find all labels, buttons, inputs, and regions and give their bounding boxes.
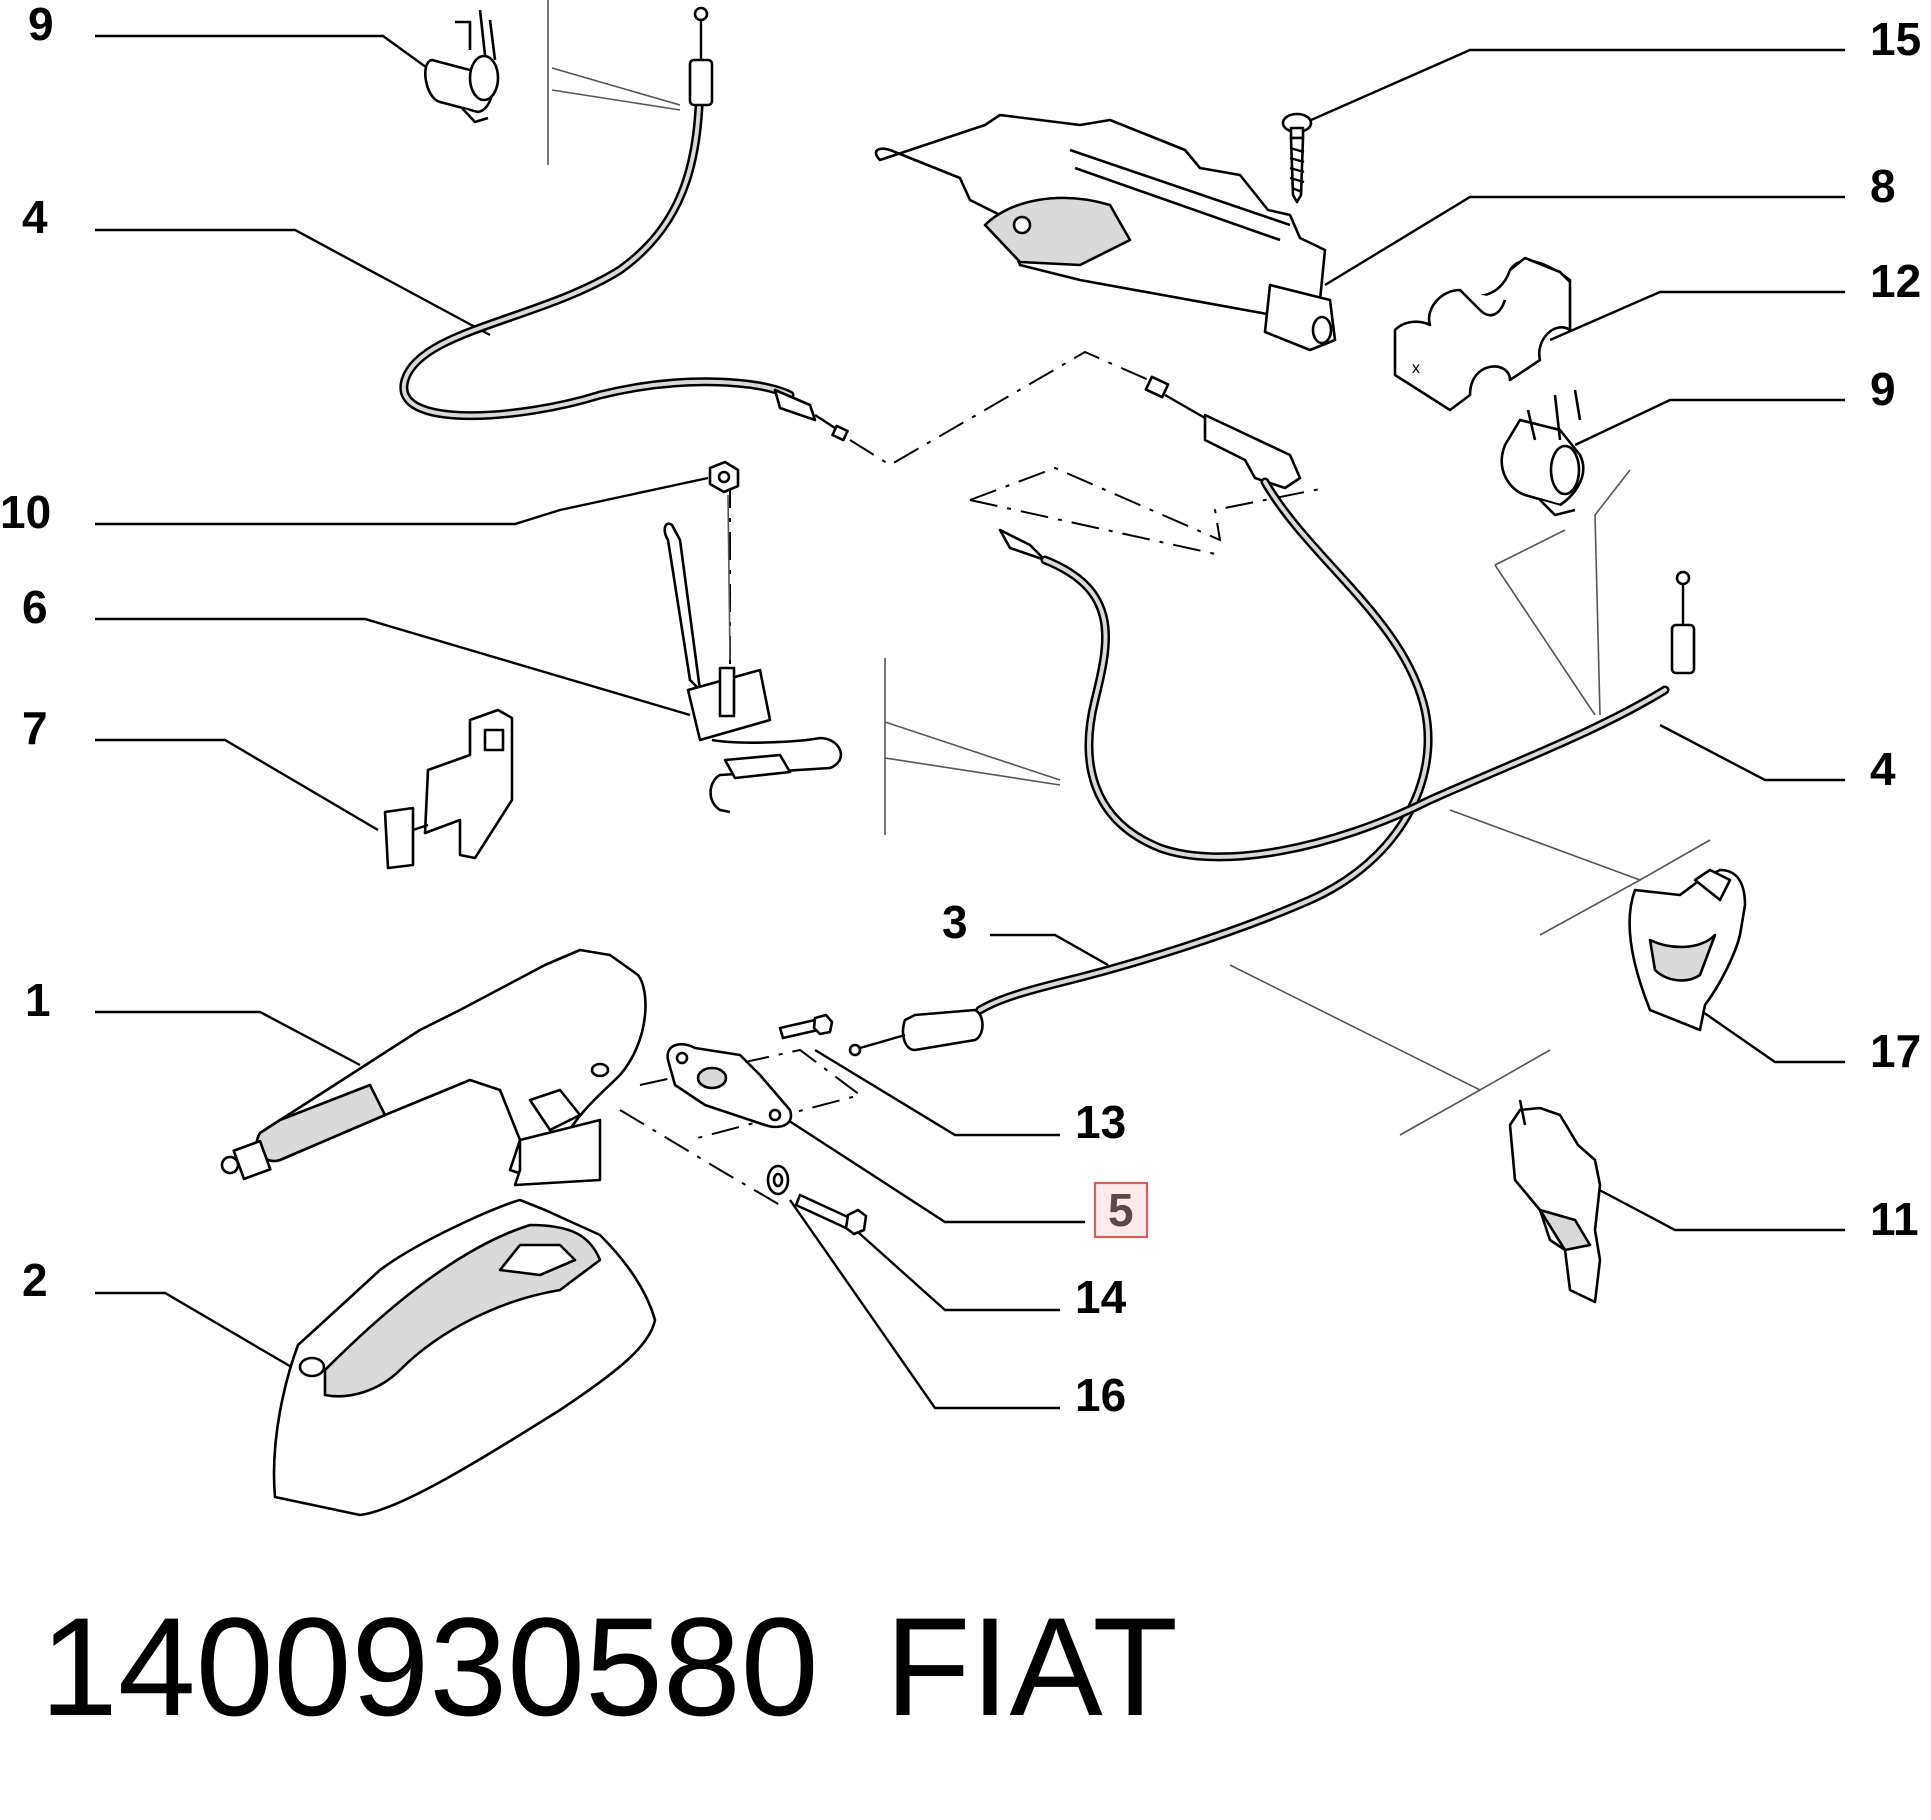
leader-14	[849, 1224, 1060, 1312]
bracket-part-7	[383, 708, 514, 870]
leader-13	[814, 1048, 1060, 1137]
leader-16	[789, 1199, 1060, 1410]
leader-lines	[95, 34, 1845, 1410]
leader-5	[779, 1113, 1085, 1224]
holder-part-17	[1628, 868, 1747, 1032]
bolt-part-14	[794, 1193, 868, 1236]
part-number: 1400930580	[40, 1588, 819, 1745]
callout-15: 15	[1870, 13, 1921, 65]
callout-3: 3	[942, 896, 968, 948]
cable-part-3	[848, 375, 1433, 1057]
leader-8	[1324, 195, 1845, 287]
callout-4-right: 4	[1870, 743, 1896, 795]
leader-9b	[1574, 398, 1845, 447]
callout-6: 6	[22, 581, 48, 633]
callout-9-left: 9	[28, 0, 54, 50]
clip-part-9-right	[1500, 389, 1585, 517]
callout-8: 8	[1870, 160, 1896, 212]
clip-part-12: x	[1393, 256, 1572, 412]
leader-1	[95, 1010, 361, 1067]
callout-10: 10	[0, 486, 51, 538]
bolt-part-13	[778, 1013, 834, 1040]
callout-17: 17	[1870, 1025, 1921, 1077]
brand-name: FIAT	[885, 1588, 1178, 1745]
callout-13: 13	[1075, 1096, 1126, 1148]
cable-middle-loop	[998, 528, 1696, 862]
callout-5-highlighted: 5	[1108, 1184, 1134, 1236]
leader-3	[990, 933, 1109, 967]
leader-11	[1589, 1183, 1845, 1232]
clip-part-9-left	[424, 9, 500, 124]
leader-15	[1292, 48, 1845, 130]
clip-part-11	[1508, 1099, 1602, 1304]
cable-part-4-left	[399, 6, 849, 442]
leader-4b	[1659, 723, 1845, 782]
indicator-lines	[547, 0, 1711, 1136]
callout-12: 12	[1870, 255, 1921, 307]
leader-2	[95, 1291, 301, 1374]
bracket-plate-part-5	[666, 1043, 793, 1129]
leader-10	[95, 476, 709, 526]
lever-part-1	[220, 948, 647, 1187]
leader-12	[1549, 290, 1845, 342]
bracket-part-8	[874, 113, 1337, 352]
callout-11: 11	[1870, 1193, 1919, 1245]
callout-labels: 9 4 10 6 7 1 2 15 8 12 9 4 17 11 3 13 5 …	[0, 0, 1921, 1421]
footer: 1400930580 FIAT	[40, 1588, 1178, 1745]
svg-text:x: x	[1412, 360, 1420, 377]
callout-2: 2	[22, 1254, 48, 1306]
callout-7: 7	[22, 702, 48, 754]
screw-part-15	[1281, 112, 1313, 204]
callout-9-right: 9	[1870, 363, 1896, 415]
cover-part-2	[272, 1198, 657, 1517]
leader-6	[95, 617, 691, 717]
callout-1: 1	[25, 974, 51, 1026]
callout-14: 14	[1075, 1271, 1127, 1323]
callout-4-left: 4	[22, 191, 48, 243]
leader-4a	[95, 228, 491, 337]
highlight-box-5	[1093, 1181, 1149, 1239]
callout-16: 16	[1075, 1369, 1126, 1421]
leader-7	[95, 738, 379, 832]
washer-part-16	[766, 1164, 790, 1196]
leader-17	[1699, 1009, 1845, 1064]
leader-9a	[95, 34, 431, 71]
rod-part-6	[663, 522, 843, 814]
nut-part-10	[708, 460, 740, 661]
